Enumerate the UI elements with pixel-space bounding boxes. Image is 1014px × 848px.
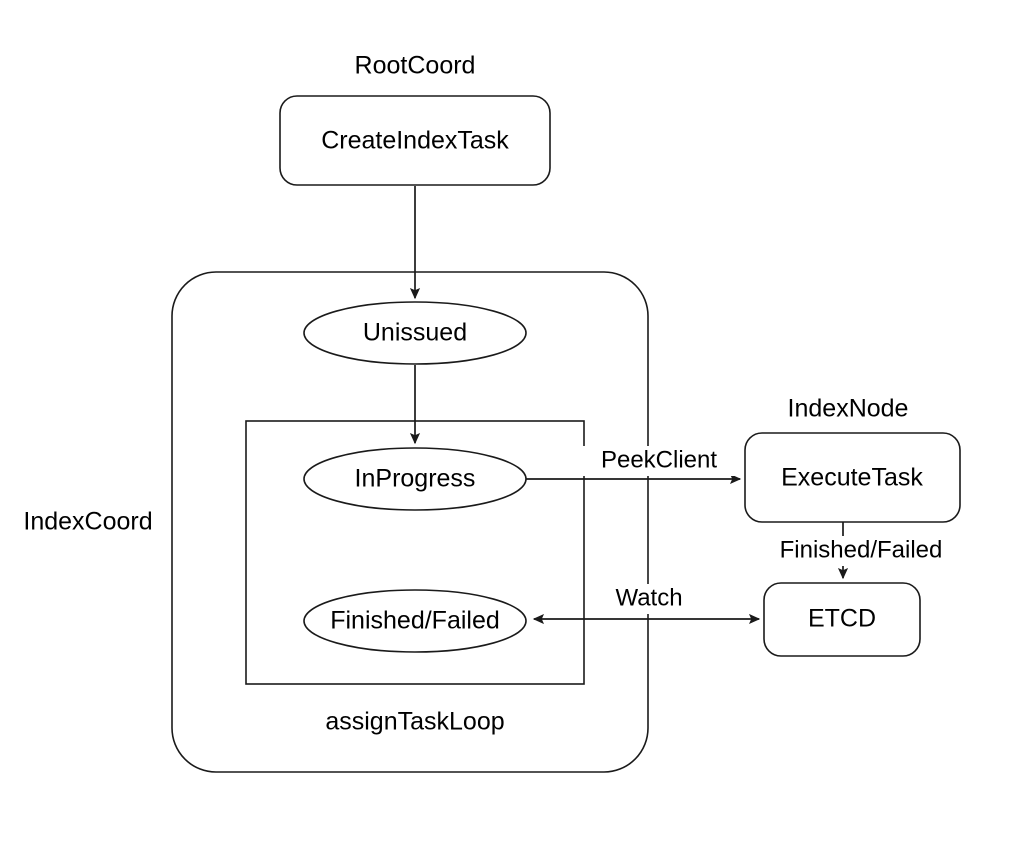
edge-label-watch: Watch xyxy=(615,584,682,611)
node-execute-task[interactable]: ExecuteTask xyxy=(744,432,961,523)
node-etcd[interactable]: ETCD xyxy=(763,582,921,657)
group-index-node-label: IndexNode xyxy=(788,395,909,423)
node-unissued-label: Unissued xyxy=(363,319,467,347)
edge-label-finished-failed-group: Finished/Failed xyxy=(758,536,964,566)
node-finished-failed[interactable]: Finished/Failed xyxy=(303,589,527,653)
node-create-index-task[interactable]: CreateIndexTask xyxy=(279,95,551,186)
group-root-coord-label: RootCoord xyxy=(355,52,476,80)
node-in-progress[interactable]: InProgress xyxy=(303,447,527,511)
node-unissued[interactable]: Unissued xyxy=(303,301,527,365)
edge-label-peekclient-backdrop xyxy=(583,446,735,476)
edge-label-finished-failed-backdrop xyxy=(758,536,964,566)
group-assign-task-loop-label: assignTaskLoop xyxy=(325,708,504,736)
edge-label-finished-failed: Finished/Failed xyxy=(780,536,943,563)
node-in-progress-label: InProgress xyxy=(355,465,476,493)
node-create-index-task-label: CreateIndexTask xyxy=(321,127,509,155)
node-unissued-ellipse[interactable] xyxy=(303,301,527,365)
node-finished-failed-label: Finished/Failed xyxy=(330,607,500,635)
node-create-index-task-box[interactable] xyxy=(279,95,551,186)
group-index-coord-label: IndexCoord xyxy=(23,508,152,536)
edge-label-watch-group: Watch xyxy=(604,584,694,614)
group-index-coord-boundary xyxy=(171,271,649,773)
edge-label-watch-backdrop xyxy=(604,584,694,614)
node-etcd-label: ETCD xyxy=(808,605,876,633)
edge-label-peekclient-group: PeekClient xyxy=(583,446,735,476)
node-etcd-box[interactable] xyxy=(763,582,921,657)
node-execute-task-label: ExecuteTask xyxy=(781,464,923,492)
edge-label-peekclient: PeekClient xyxy=(601,446,717,473)
node-finished-failed-ellipse[interactable] xyxy=(303,589,527,653)
node-execute-task-box[interactable] xyxy=(744,432,961,523)
node-in-progress-ellipse[interactable] xyxy=(303,447,527,511)
